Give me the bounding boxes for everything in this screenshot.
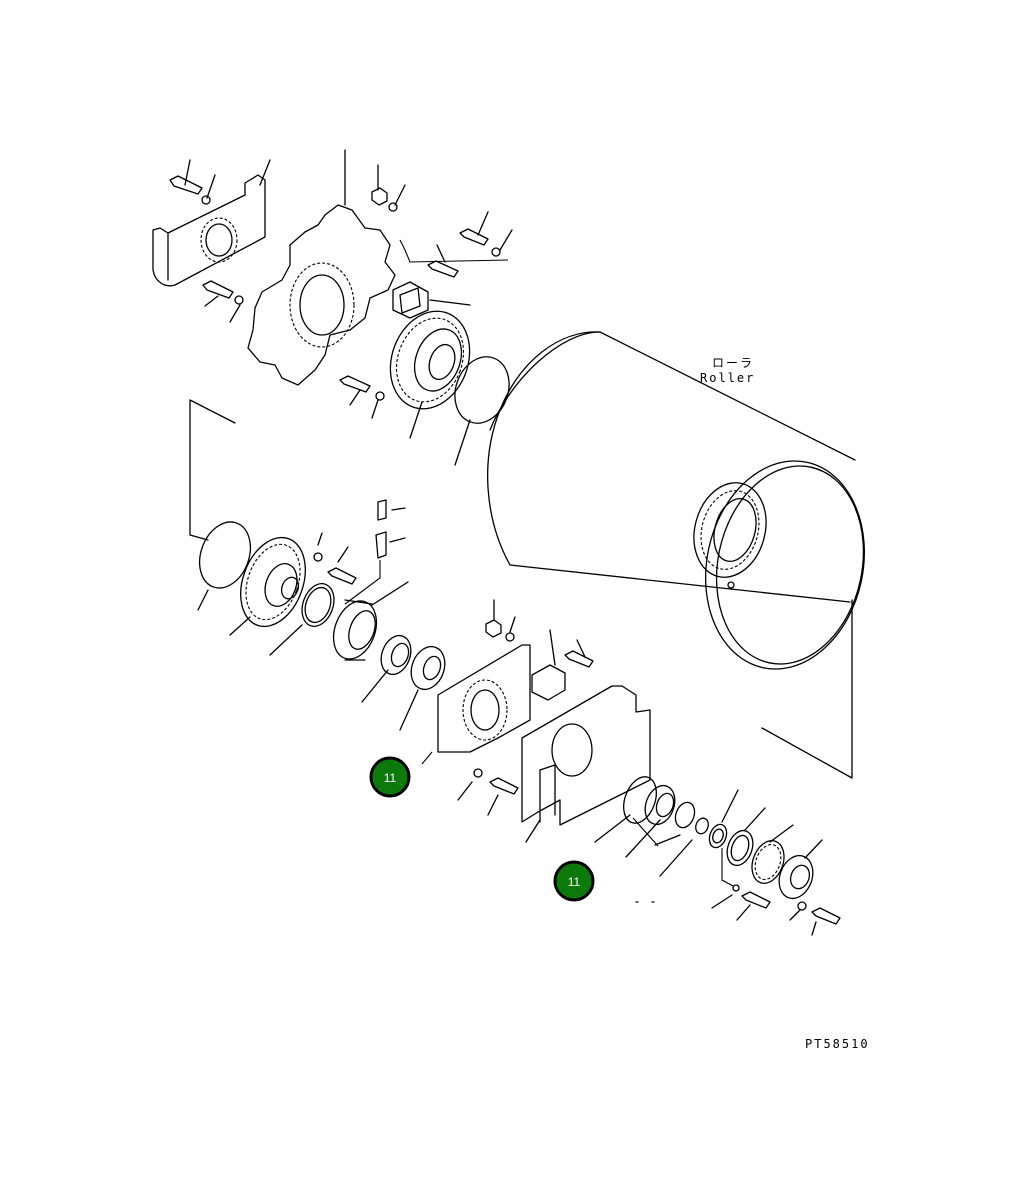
callout-badge-11-a-label: 11 xyxy=(384,771,397,785)
parts-lower-right xyxy=(594,776,841,936)
small-bracket-upper xyxy=(392,211,513,319)
roller-label-jp: ローラ xyxy=(712,356,754,370)
callout-badge-11-b-label: 11 xyxy=(568,875,581,889)
hub-flange-upper xyxy=(389,310,510,466)
roller-drum: ローラ Roller xyxy=(487,331,866,779)
drawing-code: PT58510 xyxy=(805,1037,870,1051)
callout-badge-11-b[interactable]: 11 xyxy=(553,860,595,902)
sprocket-plate xyxy=(247,149,406,419)
side-bracket xyxy=(457,685,651,843)
leader-bracket-left xyxy=(189,399,236,541)
hub-assembly-lower xyxy=(197,499,446,731)
guard-bracket-top xyxy=(152,159,271,323)
roller-label-en: Roller xyxy=(700,371,755,385)
callout-badge-11-a[interactable]: 11 xyxy=(369,756,411,798)
mounting-plate xyxy=(421,599,594,765)
